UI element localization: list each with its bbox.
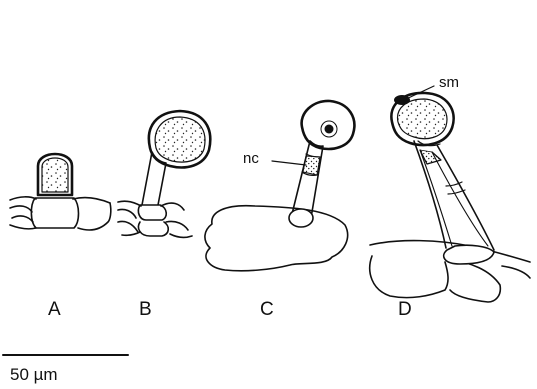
scale-bar-label: 50 µm <box>10 366 58 383</box>
epidermis-b-left <box>118 201 141 235</box>
leaf-surface-c <box>205 206 348 271</box>
callout-sm: sm <box>439 75 459 90</box>
panel-label-b: B <box>139 300 152 319</box>
epidermis-b-right <box>161 203 192 237</box>
panel-label-c: C <box>260 300 274 319</box>
panel-label-d: D <box>398 300 412 319</box>
trichome-b-head-content <box>155 117 205 162</box>
panel-label-a: A <box>48 300 61 319</box>
epidermis-a-left <box>10 197 36 200</box>
trichome-d-stalk-inner <box>420 150 488 246</box>
callout-nc: nc <box>243 151 259 166</box>
trichome-d <box>370 93 530 302</box>
callout-nc-line <box>272 161 306 165</box>
trichome-c-base <box>289 209 313 227</box>
trichome-b <box>118 111 210 237</box>
trichome-a-head-content <box>42 158 68 192</box>
trichome-c <box>205 101 354 271</box>
trichome-c-nucleus <box>325 125 334 134</box>
trichome-b-lower-cell <box>138 222 168 236</box>
trichome-d-base <box>444 245 494 264</box>
trichome-d-secretion <box>394 95 410 105</box>
trichome-a <box>10 154 111 230</box>
epidermis-a-right-cells <box>78 203 111 230</box>
trichome-c-stalk <box>292 141 323 218</box>
epidermis-a-right <box>73 198 110 203</box>
trichome-b-basal-cells <box>138 205 166 220</box>
trichome-a-base-cell <box>31 198 78 228</box>
trichome-d-head-content <box>398 99 447 139</box>
